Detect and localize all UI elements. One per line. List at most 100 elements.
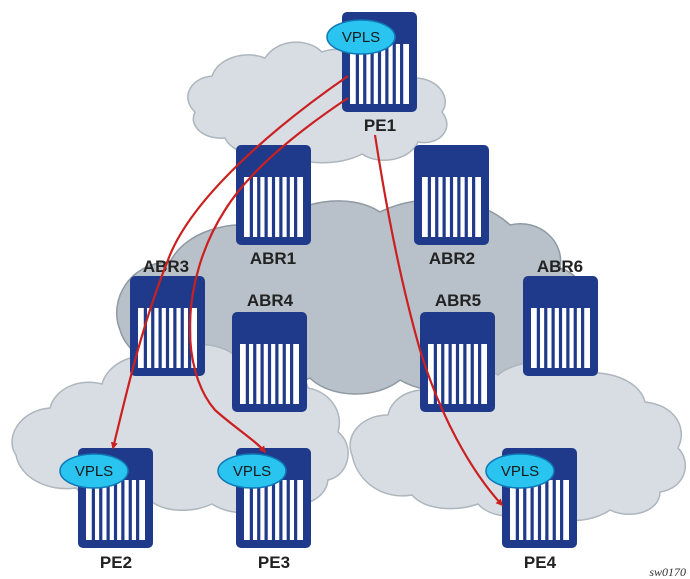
slot-divider xyxy=(264,177,268,237)
abr1-label: ABR1 xyxy=(250,249,296,268)
slot-divider xyxy=(370,44,374,104)
slot-divider xyxy=(441,344,445,404)
pe1-label: PE1 xyxy=(364,116,396,135)
slot-divider xyxy=(551,308,555,368)
abr5-label: ABR5 xyxy=(435,291,481,310)
pe3-vpls-badge: VPLS xyxy=(217,453,287,489)
pe1-vpls-text: VPLS xyxy=(342,29,380,46)
slot-divider xyxy=(173,308,177,368)
router-slots xyxy=(86,480,145,540)
slot-divider xyxy=(136,480,140,540)
figure-id: sw0170 xyxy=(649,565,686,579)
slot-divider xyxy=(113,480,118,540)
slot-divider xyxy=(286,177,290,237)
slot-divider xyxy=(180,308,184,368)
slot-divider xyxy=(165,308,170,368)
slot-divider xyxy=(249,177,253,237)
router-slots xyxy=(428,344,487,404)
router-slots xyxy=(244,177,303,237)
slot-divider xyxy=(392,44,396,104)
router-slots xyxy=(240,344,299,404)
slot-divider xyxy=(245,344,249,404)
slot-divider xyxy=(478,344,482,404)
slot-divider xyxy=(400,44,404,104)
flow-arrow-pe1-pe2 xyxy=(110,75,349,450)
slot-divider xyxy=(363,44,367,104)
abr6-label: ABR6 xyxy=(537,257,583,276)
pe3-vpls-text: VPLS xyxy=(233,463,271,480)
slot-divider xyxy=(530,480,534,540)
abr1-router[interactable] xyxy=(236,145,311,245)
slot-divider xyxy=(106,480,110,540)
slot-divider xyxy=(448,344,452,404)
slot-divider xyxy=(91,480,95,540)
slot-divider xyxy=(566,308,570,368)
slot-divider xyxy=(545,480,549,540)
router-slots xyxy=(510,480,569,540)
slot-divider xyxy=(455,344,460,404)
slot-divider xyxy=(560,480,564,540)
abr6-router[interactable] xyxy=(523,276,598,376)
slot-divider xyxy=(282,344,286,404)
abr5-router[interactable] xyxy=(420,312,495,412)
router-slots xyxy=(531,308,590,368)
slot-divider xyxy=(99,480,103,540)
slot-divider xyxy=(151,308,155,368)
slot-divider xyxy=(355,44,359,104)
slot-divider xyxy=(470,344,474,404)
slot-divider xyxy=(464,177,468,237)
pe4-vpls-badge: VPLS xyxy=(485,453,555,489)
slot-divider xyxy=(537,480,542,540)
pe2-label: PE2 xyxy=(100,553,132,572)
slot-divider xyxy=(433,344,437,404)
slot-divider xyxy=(449,177,454,237)
slot-divider xyxy=(279,480,283,540)
router-slots xyxy=(244,480,303,540)
slot-divider xyxy=(472,177,476,237)
abr3-router[interactable] xyxy=(130,276,205,376)
slot-divider xyxy=(544,308,548,368)
slot-divider xyxy=(260,344,264,404)
slot-divider xyxy=(427,177,431,237)
slot-divider xyxy=(264,480,268,540)
slot-divider xyxy=(573,308,577,368)
slot-divider xyxy=(249,480,253,540)
slot-divider xyxy=(143,308,147,368)
slot-divider xyxy=(294,480,298,540)
pe1-vpls-badge: VPLS xyxy=(326,19,396,55)
slot-divider xyxy=(523,480,527,540)
slot-divider xyxy=(581,308,585,368)
pe4-vpls-text: VPLS xyxy=(501,463,539,480)
slot-divider xyxy=(515,480,519,540)
pe2-vpls-text: VPLS xyxy=(75,463,113,480)
slot-divider xyxy=(385,44,389,104)
slot-divider xyxy=(463,344,467,404)
slot-divider xyxy=(253,344,257,404)
slot-divider xyxy=(442,177,446,237)
slot-divider xyxy=(279,177,283,237)
pe4-label: PE4 xyxy=(524,553,557,572)
pe2-vpls-badge: VPLS xyxy=(59,453,129,489)
slot-divider xyxy=(271,480,276,540)
flow-arrow-pe1-pe4 xyxy=(373,134,503,507)
slot-divider xyxy=(294,177,298,237)
slot-divider xyxy=(128,480,132,540)
slot-divider xyxy=(286,480,290,540)
router-slots xyxy=(422,177,481,237)
slot-divider xyxy=(257,177,261,237)
slot-divider xyxy=(158,308,162,368)
abr2-router[interactable] xyxy=(414,145,489,245)
slot-divider xyxy=(275,344,279,404)
pe3-label: PE3 xyxy=(258,553,290,572)
abr2-label: ABR2 xyxy=(429,249,475,268)
abr4-label: ABR4 xyxy=(247,291,294,310)
slot-divider xyxy=(121,480,125,540)
flow-arrow-pe1-pe3 xyxy=(188,97,349,454)
slot-divider xyxy=(290,344,294,404)
router-slots xyxy=(138,308,197,368)
abr4-router[interactable] xyxy=(232,312,307,412)
slot-divider xyxy=(558,308,563,368)
slot-divider xyxy=(435,177,439,237)
flow-arrows xyxy=(110,75,503,507)
